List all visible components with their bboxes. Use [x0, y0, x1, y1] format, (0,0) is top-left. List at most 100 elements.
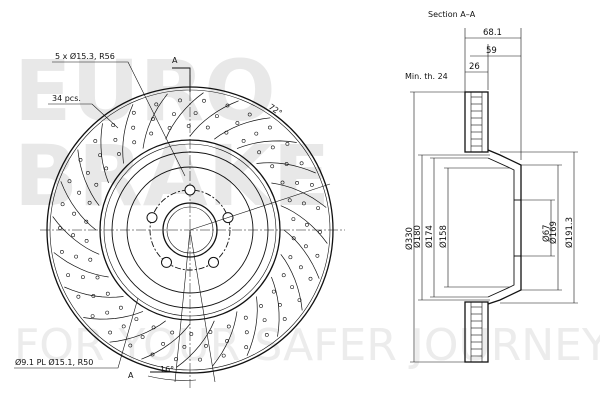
drill-hole: [284, 162, 289, 166]
drill-hole: [214, 114, 219, 119]
drill-hole: [189, 332, 194, 336]
section-mark-bottom: A: [128, 371, 134, 380]
drill-hole: [308, 276, 313, 281]
bolt-hole: [146, 212, 158, 224]
drill-hole: [226, 324, 231, 329]
watermark-tagline: FOR YOUR SAFER JOURNEY: [14, 320, 600, 371]
drill-hole: [93, 139, 98, 143]
groove: [142, 93, 168, 149]
min-thickness: Min. th. 24: [405, 72, 448, 81]
groove: [283, 229, 320, 279]
drill-hole: [58, 226, 62, 230]
upper-vanes: [470, 92, 483, 152]
drill-hole: [66, 273, 71, 278]
dia-158: Ø158: [438, 225, 449, 248]
drill-hole: [295, 180, 300, 185]
drill-hole: [316, 206, 321, 211]
drill-hole: [301, 201, 306, 206]
groove: [64, 286, 124, 298]
drill-hole: [72, 211, 77, 216]
section-mark-top: A: [172, 56, 178, 65]
drill-hole: [104, 166, 109, 171]
bolt-note: 5 x Ø15.3, R56: [55, 51, 115, 61]
center-bore: [162, 202, 218, 258]
angle-ray-72: [189, 183, 331, 231]
groove: [189, 100, 239, 137]
curved-grooves: [52, 92, 328, 368]
groove: [122, 104, 134, 164]
drill-hole: [76, 294, 81, 299]
drill-hole: [291, 217, 296, 222]
drill-hole: [60, 202, 65, 207]
angle-arc-16: [147, 375, 197, 381]
drill-hole: [277, 302, 282, 307]
groove: [246, 296, 258, 356]
section-title: Section A–A: [428, 10, 476, 19]
drill-hole: [262, 318, 267, 323]
groove: [141, 323, 191, 360]
drill-hole: [74, 254, 79, 259]
drill-hole: [309, 182, 314, 187]
drill-hole: [167, 126, 172, 130]
drill-hole: [241, 138, 246, 143]
drill-hole: [121, 324, 126, 329]
drill-hole: [271, 289, 276, 294]
drill-hole: [108, 330, 113, 335]
groove: [280, 254, 303, 311]
dim-hat-depth: 59: [486, 46, 497, 56]
drill-hole: [281, 273, 286, 278]
dia-180: Ø180: [412, 225, 423, 248]
upper-friction-ring: [464, 91, 489, 153]
watermark: EURO BRAKE FOR YOUR SAFER JOURNEY: [14, 42, 600, 371]
leader-pcd: [14, 297, 139, 369]
drill-hole: [87, 200, 92, 205]
drill-hole: [244, 345, 249, 350]
pcd-note: Ø9.1 PL Ø15.1, R50: [15, 357, 93, 367]
drill-hole: [131, 110, 136, 115]
drill-hole: [78, 157, 83, 162]
bolt-hole: [161, 256, 172, 268]
drill-hole: [178, 98, 182, 103]
angle-arc-72: [189, 86, 327, 187]
drill-hole: [95, 275, 100, 280]
groove: [60, 181, 97, 231]
drill-hole: [149, 131, 154, 136]
bolt-hole: [184, 184, 196, 196]
drill-hole: [154, 102, 159, 107]
hat-profile: [487, 149, 522, 305]
drill-hole: [94, 182, 99, 187]
drill-hole: [208, 330, 213, 334]
drill-hole: [280, 180, 285, 185]
section-view: Section A–A 68.1 59 26 Min. th. 24: [404, 10, 578, 363]
drill-hole: [288, 255, 293, 260]
drill-hole: [172, 112, 176, 117]
drill-hole: [318, 230, 322, 234]
groove: [271, 182, 327, 208]
holes-note: 34 pcs.: [52, 94, 81, 103]
bolt-hole: [208, 256, 219, 268]
drill-hole: [267, 125, 272, 130]
groove: [256, 162, 316, 174]
drill-hole: [98, 153, 103, 158]
drill-hole: [205, 125, 210, 130]
drill-hole: [151, 325, 156, 330]
drill-hole: [285, 141, 290, 146]
drill-hole: [224, 130, 229, 135]
drill-hole: [182, 344, 187, 349]
groove: [176, 320, 215, 368]
drill-hole: [247, 112, 252, 117]
drill-hole: [282, 317, 287, 321]
drill-hole: [132, 140, 137, 145]
lower-friction-ring: [464, 301, 489, 363]
drill-hole: [105, 310, 110, 315]
dia-191: Ø191.3: [564, 217, 575, 248]
lower-vanes: [470, 302, 483, 362]
groove: [280, 205, 328, 244]
drill-hole: [298, 265, 303, 270]
angle-16-label: 16°: [160, 365, 174, 374]
drill-hole: [71, 233, 76, 238]
groove: [109, 320, 166, 343]
angle-ray-16b: [189, 229, 216, 383]
